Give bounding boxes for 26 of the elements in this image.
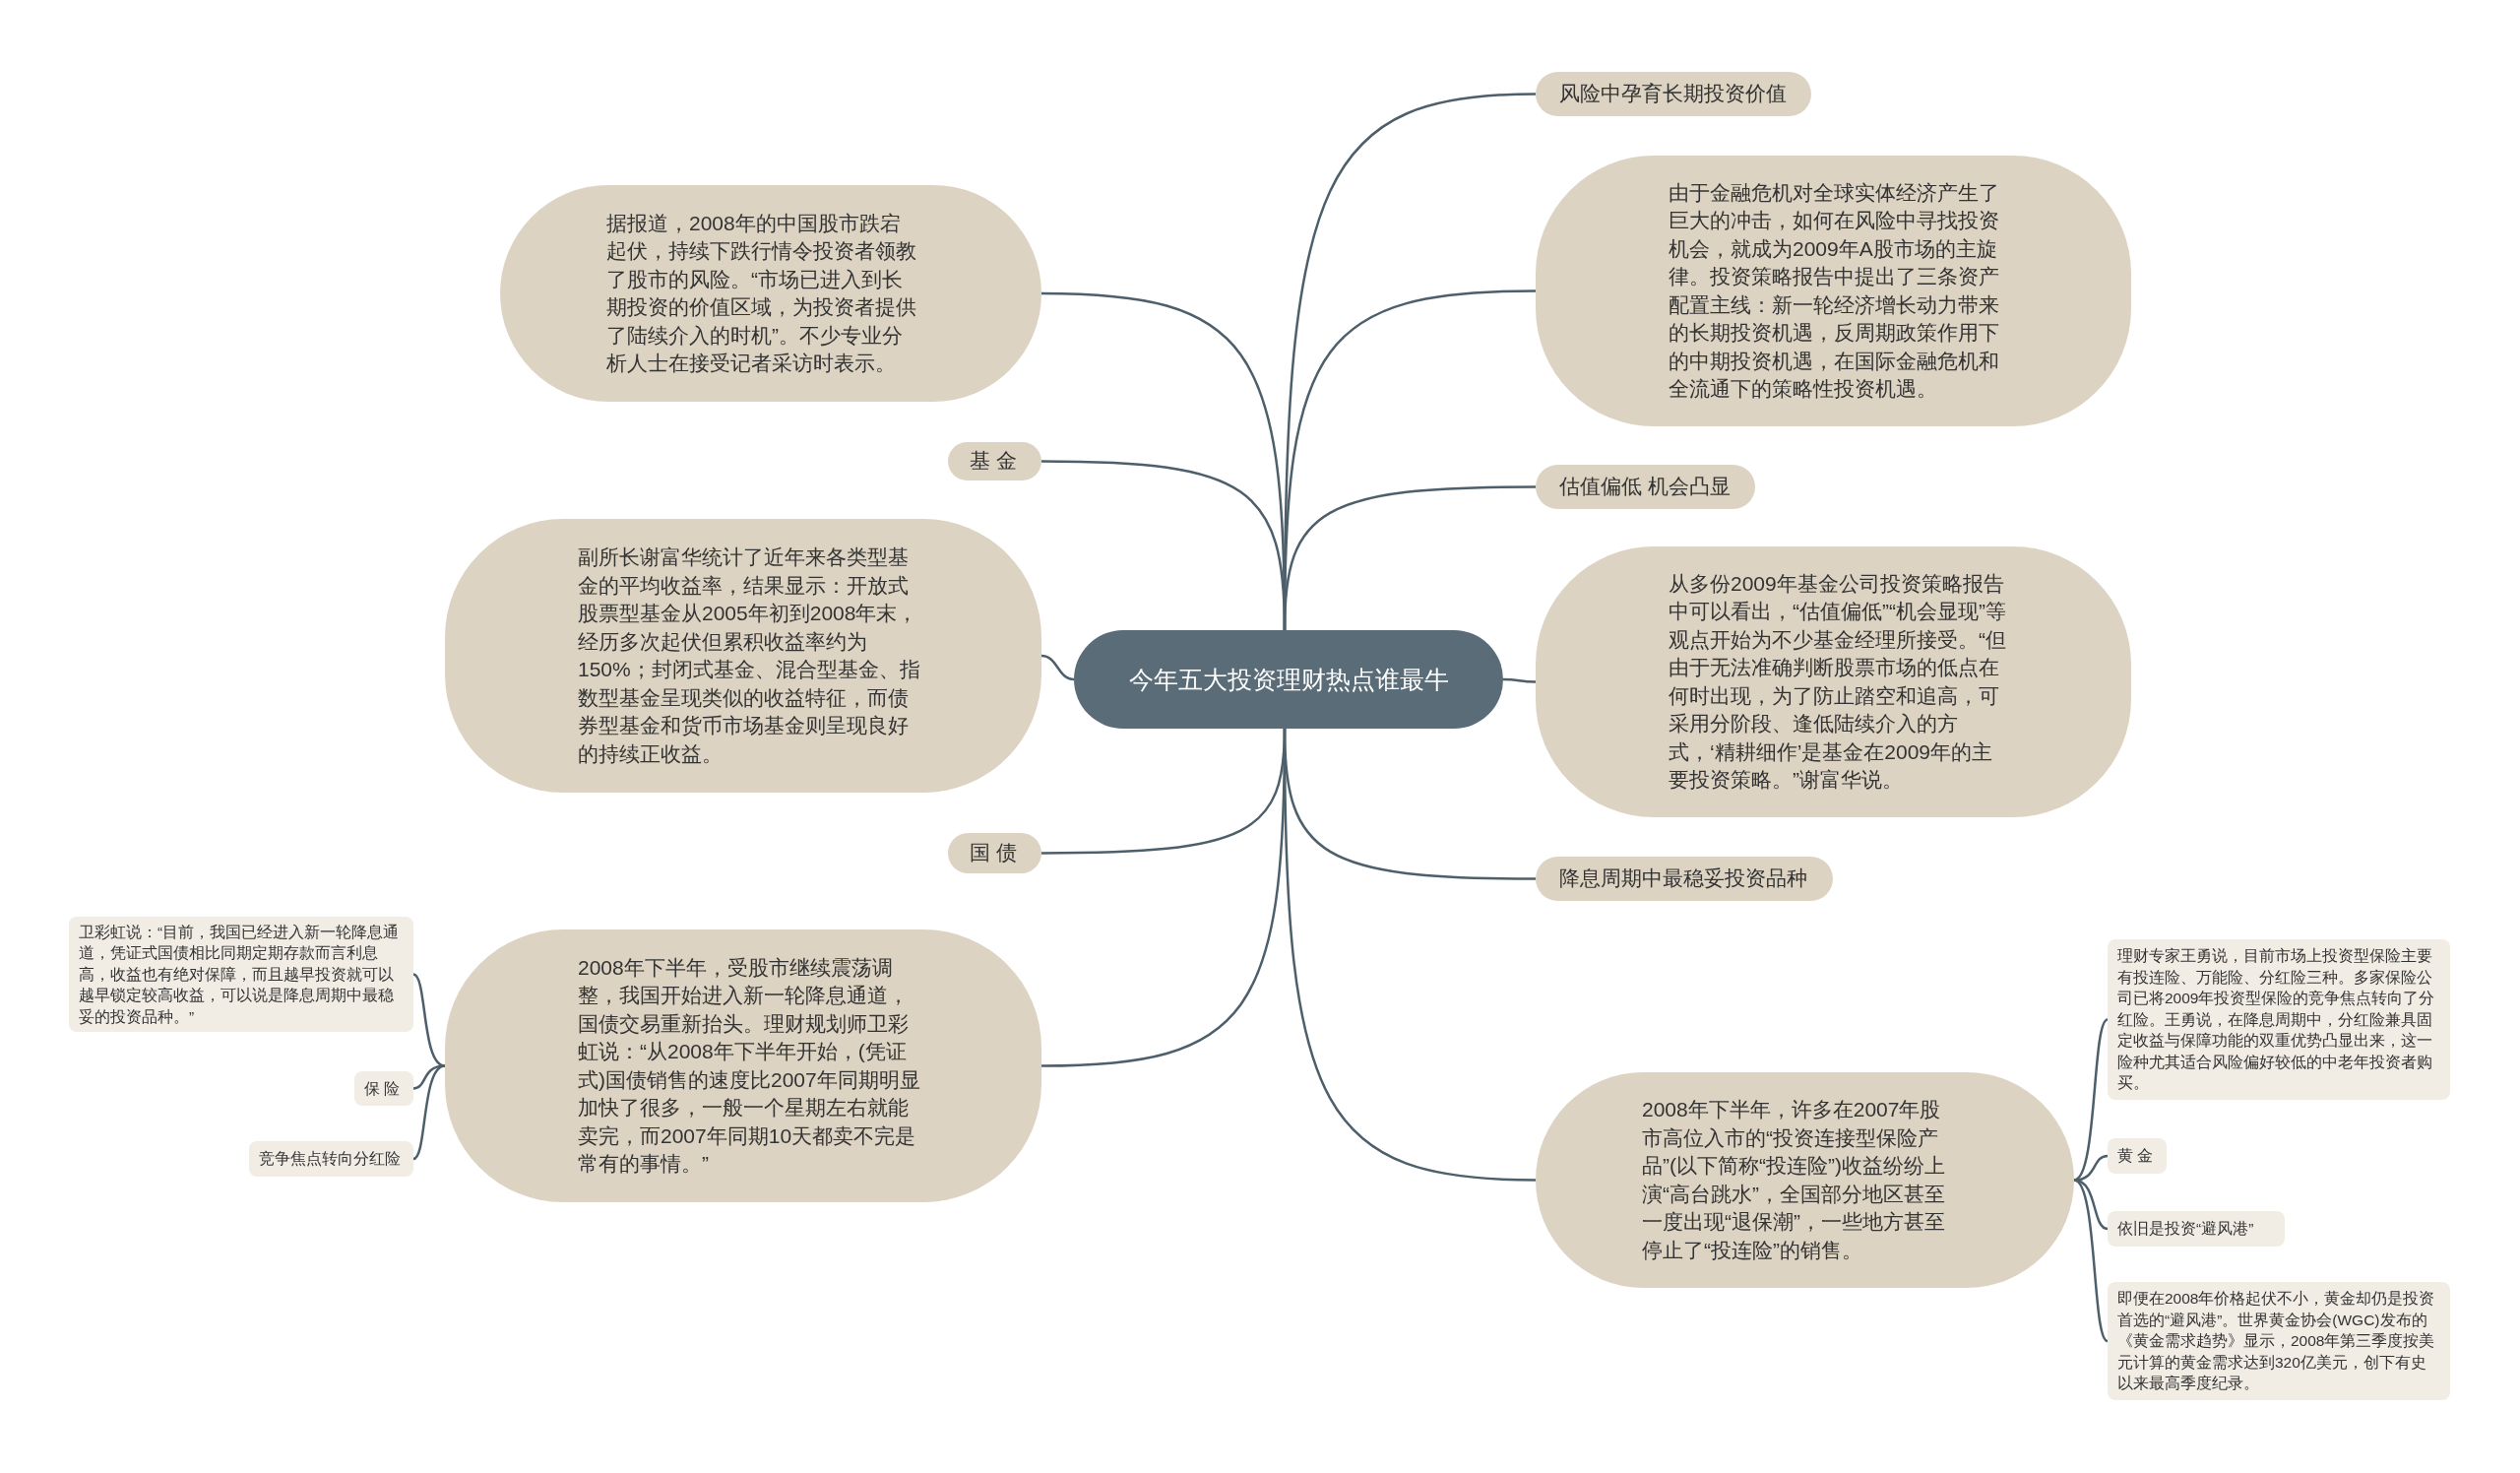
central-topic: 今年五大投资理财热点谁最牛	[1074, 630, 1503, 729]
topic-bubble: 降息周期中最稳妥投资品种	[1536, 857, 1833, 901]
topic-bubble: 估值偏低 机会凸显	[1536, 465, 1755, 509]
note-card: 保 险	[354, 1071, 413, 1106]
topic-bubble: 风险中孕育长期投资价值	[1536, 72, 1811, 116]
connector-line	[1040, 729, 1287, 1067]
note-card: 卫彩虹说：“目前，我国已经进入新一轮降息通道，凭证式国债相比同期定期存款而言利息高，收益也有绝对保障，而且越早投资就可以越早锁定较高收益，可以说是降息周期中最稳妥的投资品种。”	[69, 917, 413, 1032]
note-card: 依旧是投资“避风港”	[2108, 1211, 2285, 1247]
topic-bubble: 从多份2009年基金公司投资策略报告中可以看出，“估值偏低”“机会显现”等观点开始为不少基金经理所接受。“但由于无法准确判断股票市场的低点在何时出现，为了防止踏空和追高，可采用分阶段、逢低陆续介入的方式，‘精耕细作’是基金在2009年的主要投资策略。”谢富华说。	[1536, 546, 2131, 817]
connector-line	[1041, 460, 1287, 631]
topic-bubble: 基 金	[948, 442, 1041, 480]
topic-bubble: 2008年下半年，许多在2007年股市高位入市的“投资连接型保险产品”(以下简称“投连险”)收益纷纷上演“高台跳水”，全国部分地区甚至一度出现“退保潮”，一些地方甚至停止了“投连险”的销售。	[1536, 1072, 2074, 1288]
topic-bubble: 国 债	[948, 833, 1041, 873]
connector-line	[1503, 677, 1536, 683]
note-card: 理财专家王勇说，目前市场上投资型保险主要有投连险、万能险、分红险三种。多家保险公司已将2009年投资型保险的竞争焦点转向了分红险。王勇说，在降息周期中，分红险兼具固定收益与保障功能的双重优势凸显出来，这一险种尤其适合风险偏好较低的中老年投资者购买。	[2108, 939, 2450, 1100]
note-card: 黄 金	[2108, 1138, 2167, 1174]
connector-line	[412, 1064, 446, 1161]
topic-bubble: 由于金融危机对全球实体经济产生了巨大的冲击，如何在风险中寻找投资机会，就成为2009年A股市场的主旋律。投资策略报告中提出了三条资产配置主线：新一轮经济增长动力带来的长期投资机遇，反周期政策作用下的中期投资机遇，在国际金融危机和全流通下的策略性投资机遇。	[1536, 156, 2131, 426]
topic-bubble: 2008年下半年，受股市继续震荡调整，我国开始进入新一轮降息通道，国债交易重新抬头。理财规划师卫彩虹说：“从2008年下半年开始，(凭证式)国债销售的速度比2007年同期明显加快了很多，一般一个星期左右就能卖完，而2007年同期10天都卖不完是常有的事情。”	[445, 929, 1041, 1202]
note-card: 竞争焦点转向分红险	[249, 1141, 413, 1177]
topic-bubble: 据报道，2008年的中国股市跌宕起伏，持续下跌行情令投资者领教了股市的风险。“市场已进入到长期投资的价值区域，为投资者提供了陆续介入的时机”。不少专业分析人士在接受记者采访时表示。	[500, 185, 1041, 402]
topic-bubble: 副所长谢富华统计了近年来各类型基金的平均收益率，结果显示：开放式股票型基金从2005年初到2008年末，经历多次起伏但累积收益率约为150%；封闭式基金、混合型基金、指数型基金呈现类似的收益特征，而债券型基金和货币市场基金则呈现良好的持续正收益。	[445, 519, 1041, 793]
connector-line	[2073, 1018, 2109, 1182]
connector-line	[1040, 654, 1075, 681]
connector-line	[2073, 1179, 2109, 1342]
note-card: 即便在2008年价格起伏不小，黄金却仍是投资首选的“避风港”。世界黄金协会(WGC)发布的《黄金需求趋势》显示，2008年第三季度按美元计算的黄金需求达到320亿美元，创下有史以来最高季度纪录。	[2108, 1282, 2450, 1400]
